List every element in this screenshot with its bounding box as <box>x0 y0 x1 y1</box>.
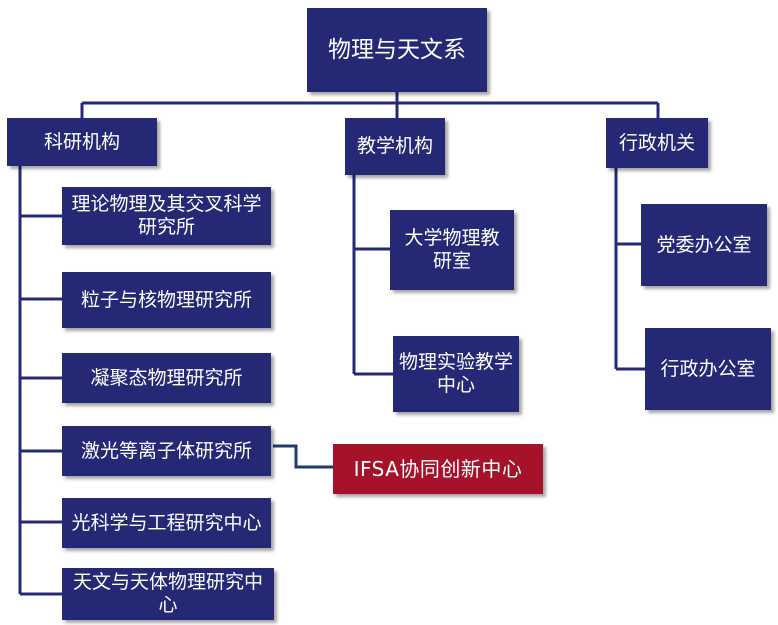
branch-admin: 行政机关 <box>606 118 708 168</box>
admin-item: 行政办公室 <box>645 328 771 410</box>
teaching-item-label: 大学物理教研室 <box>404 227 500 272</box>
research-item-label: 光科学与工程研究中心 <box>71 511 262 534</box>
research-item: 光科学与工程研究中心 <box>62 498 271 548</box>
research-item-label: 天文与天体物理研究中心 <box>72 571 263 616</box>
admin-item-label: 行政办公室 <box>660 357 756 380</box>
branch-research-label: 科研机构 <box>43 130 120 153</box>
admin-item: 党委办公室 <box>641 204 767 286</box>
admin-item-label: 党委办公室 <box>656 233 752 256</box>
root-label: 物理与天文系 <box>328 36 466 63</box>
highlight-node: IFSA协同创新中心 <box>333 444 543 494</box>
research-item: 激光等离子体研究所 <box>62 426 271 476</box>
research-item: 天文与天体物理研究中心 <box>62 568 274 620</box>
branch-teaching-label: 教学机构 <box>356 135 433 157</box>
research-item: 粒子与核物理研究所 <box>62 272 271 328</box>
branch-research: 科研机构 <box>7 118 157 166</box>
teaching-item: 物理实验教学中心 <box>393 336 519 412</box>
research-item-label: 凝聚态物理研究所 <box>90 366 243 389</box>
research-item: 理论物理及其交叉科学研究所 <box>62 187 271 245</box>
connector-highlight <box>273 444 333 469</box>
research-item-label: 粒子与核物理研究所 <box>80 288 252 311</box>
branch-teaching: 教学机构 <box>345 118 445 175</box>
research-item-label: 激光等离子体研究所 <box>80 439 252 462</box>
highlight-label: IFSA协同创新中心 <box>353 456 523 481</box>
research-item-label: 理论物理及其交叉科学研究所 <box>71 193 262 238</box>
teaching-item-label: 物理实验教学中心 <box>399 351 514 396</box>
root-node: 物理与天文系 <box>307 8 487 92</box>
teaching-item: 大学物理教研室 <box>390 210 514 290</box>
research-item: 凝聚态物理研究所 <box>62 353 271 403</box>
branch-admin-label: 行政机关 <box>618 131 695 154</box>
